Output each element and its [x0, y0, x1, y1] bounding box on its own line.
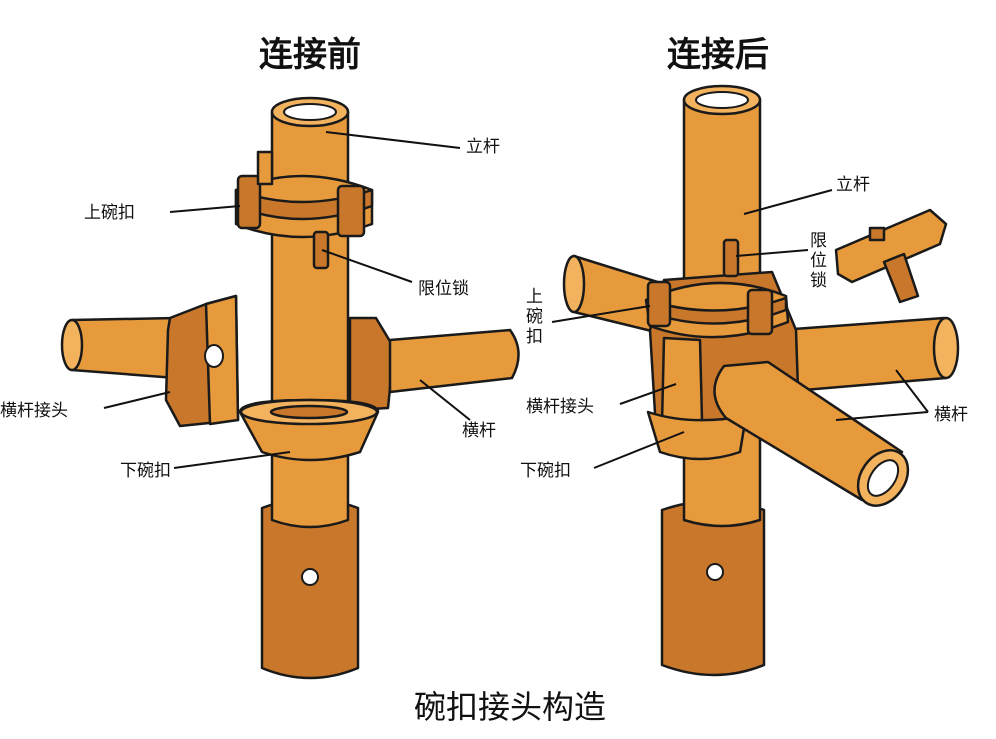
upright-pipe — [270, 110, 350, 529]
heading-before: 连接前 — [259, 35, 361, 75]
label-upper-bowl-after-1: 上 — [526, 287, 543, 307]
label-lower-bowl-before: 下碗扣 — [120, 461, 171, 481]
joint-pin-hole — [204, 344, 224, 368]
label-limit-lock-after-1: 限 — [810, 231, 827, 251]
label-ledger-joint-before: 横杆接头 — [0, 401, 68, 421]
label-lower-bowl-after: 下碗扣 — [520, 461, 571, 481]
limit-lock-pin-after — [722, 238, 740, 278]
diagram-caption: 碗扣接头构造 — [414, 688, 606, 726]
ledger-back-right — [778, 316, 955, 394]
upright-lower-sleeve-after — [660, 499, 766, 677]
upper-bowl-lug-right — [336, 184, 366, 238]
after-connection-illustration — [562, 84, 960, 677]
ledger-right — [388, 328, 520, 394]
label-limit-lock-after-2: 位 — [810, 251, 827, 271]
heading-after: 连接后 — [667, 35, 769, 75]
limit-lock-pin — [312, 230, 330, 270]
label-upper-bowl-before: 上碗扣 — [84, 203, 135, 223]
label-ledger-before: 横杆 — [462, 421, 496, 441]
before-connection-illustration — [60, 96, 520, 680]
ledger-joint-plate-upright — [348, 316, 396, 412]
label-limit-lock-after-3: 锁 — [810, 271, 827, 291]
label-upright-after: 立杆 — [836, 175, 870, 195]
upright-bore — [283, 103, 337, 121]
limit-lock-detached — [834, 208, 948, 284]
label-upper-bowl-after-3: 扣 — [526, 327, 543, 347]
label-ledger-joint-after: 横杆接头 — [526, 397, 594, 417]
label-limit-lock-before: 限位锁 — [418, 279, 469, 299]
label-upright-before: 立杆 — [466, 137, 500, 157]
upper-bowl-lug-left — [236, 174, 262, 230]
label-upper-bowl-after-2: 碗 — [526, 307, 543, 327]
sleeve-pin-hole — [301, 568, 319, 586]
label-ledger-after: 横杆 — [934, 405, 968, 425]
lower-bowl-buckle-after — [646, 410, 748, 461]
